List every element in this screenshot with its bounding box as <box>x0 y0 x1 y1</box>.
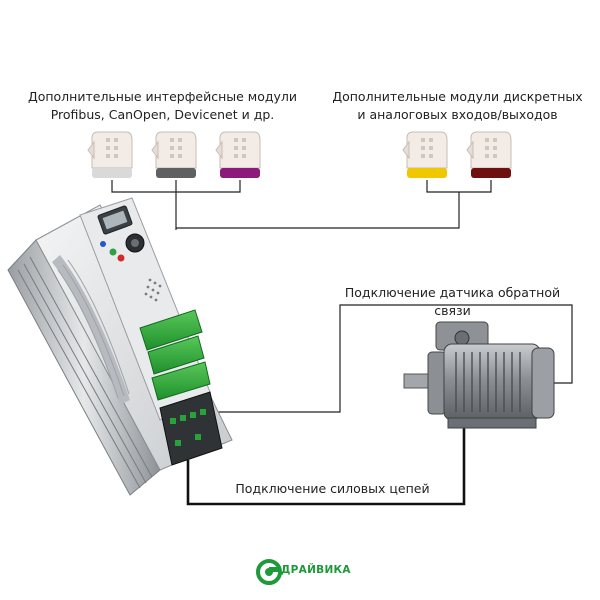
interface-module-2-color <box>156 168 196 178</box>
draivika-logo: ДРАЙВИКА <box>255 552 355 588</box>
motor-fan-cover <box>531 347 555 419</box>
drive-terminals <box>170 409 206 446</box>
wiring <box>111 180 573 413</box>
drive-led-red <box>117 254 125 262</box>
drive-unit <box>7 197 233 496</box>
io-modules-caption-line2: и аналоговых входов/выходов <box>357 107 558 122</box>
io-modules-caption-line1: Дополнительные модули дискретных <box>332 89 583 104</box>
power-cable <box>186 420 466 506</box>
drive-slot-3 <box>151 361 211 401</box>
drive-slot-2 <box>147 335 205 375</box>
interface-module-1 <box>87 131 133 178</box>
motor-lifting-eye <box>454 330 470 346</box>
interface-modules-bus <box>111 180 241 230</box>
interface-module-1-color <box>92 168 132 178</box>
drive-led-green <box>109 248 117 256</box>
interface-module-3 <box>215 131 261 178</box>
drive-speaker-grille <box>144 278 162 302</box>
io-module-2 <box>466 131 512 178</box>
interface-modules-caption-line1: Дополнительные интерфейсные модули <box>27 89 298 104</box>
io-modules-bus <box>176 180 492 229</box>
motor-cooling-fins <box>455 352 521 412</box>
motor-foot <box>447 417 537 429</box>
feedback-cable <box>207 304 573 413</box>
interface-modules <box>87 131 261 178</box>
io-module-1 <box>402 131 448 178</box>
io-module-1-color <box>407 168 447 178</box>
motor-body <box>443 343 541 421</box>
motor <box>403 321 555 429</box>
interface-module-3-color <box>220 168 260 178</box>
interface-modules-caption: Дополнительные интерфейсные модули Profi… <box>20 88 305 124</box>
io-modules-caption: Дополнительные модули дискретных и анало… <box>325 88 590 124</box>
interface-module-2 <box>151 131 197 178</box>
interface-modules-caption-line2: Profibus, CanOpen, Devicenet и др. <box>50 107 275 122</box>
draivika-logo-mark-icon <box>256 559 282 585</box>
drive-slot-1 <box>139 309 203 351</box>
io-modules <box>402 131 512 178</box>
drive-display-screen <box>102 210 128 230</box>
io-module-2-color <box>471 168 511 178</box>
motor-flange <box>427 351 447 415</box>
power-connection-caption: Подключение силовых цепей <box>235 481 430 496</box>
motor-shaft <box>403 373 431 389</box>
drive-led-blue <box>100 241 106 247</box>
feedback-connection-caption: Подключение датчика обратной связи <box>344 285 561 318</box>
drive-option-slots <box>139 309 211 401</box>
draivika-logo-text: ДРАЙВИКА <box>281 564 351 576</box>
drive-terminal-block <box>159 391 223 466</box>
